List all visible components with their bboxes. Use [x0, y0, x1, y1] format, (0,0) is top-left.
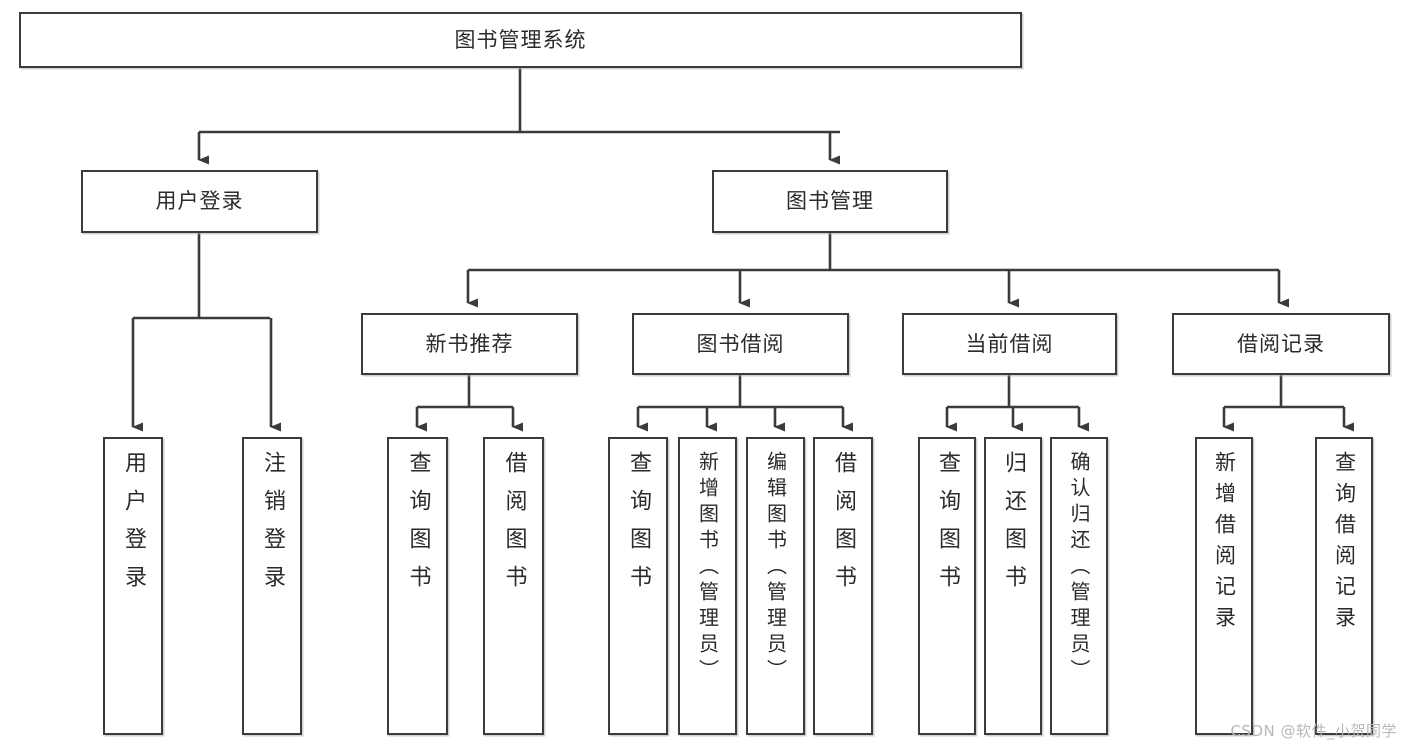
node-leaf-query-book-2-label: 查询图书	[626, 451, 651, 603]
node-leaf-borrow-book-2[interactable]: 借阅图书	[813, 437, 873, 735]
node-leaf-query-record-label: 查询借阅记录	[1332, 451, 1357, 637]
edges	[131, 68, 1354, 432]
node-borrow-record-label: 借阅记录	[1237, 331, 1325, 356]
node-leaf-borrow-book-1[interactable]: 借阅图书	[483, 437, 544, 735]
node-new-book-recommend[interactable]: 新书推荐	[361, 313, 578, 375]
node-borrow-record[interactable]: 借阅记录	[1172, 313, 1390, 375]
node-user-login[interactable]: 用户登录	[81, 170, 318, 233]
node-leaf-return-book-label: 归还图书	[1001, 451, 1026, 603]
node-leaf-edit-book-label: 编辑图书（管理员）	[763, 451, 788, 685]
node-leaf-add-record[interactable]: 新增借阅记录	[1195, 437, 1253, 735]
node-leaf-confirm-return-label: 确认归还（管理员）	[1067, 451, 1091, 685]
node-leaf-borrow-book-1-label: 借阅图书	[501, 451, 527, 603]
node-leaf-add-book[interactable]: 新增图书（管理员）	[678, 437, 737, 735]
node-current-borrow[interactable]: 当前借阅	[902, 313, 1117, 375]
node-leaf-user-login[interactable]: 用户登录	[103, 437, 163, 735]
node-root-label: 图书管理系统	[454, 27, 587, 52]
node-leaf-user-logout[interactable]: 注销登录	[242, 437, 302, 735]
node-leaf-borrow-book-2-label: 借阅图书	[831, 451, 856, 603]
node-leaf-query-book-3-label: 查询图书	[935, 451, 960, 603]
node-user-login-label: 用户登录	[155, 189, 244, 214]
node-leaf-query-book-2[interactable]: 查询图书	[608, 437, 668, 735]
node-leaf-query-book-3[interactable]: 查询图书	[918, 437, 976, 735]
node-book-manage-label: 图书管理	[786, 189, 874, 214]
node-leaf-query-book-1-label: 查询图书	[405, 451, 431, 603]
node-leaf-edit-book[interactable]: 编辑图书（管理员）	[746, 437, 805, 735]
node-leaf-add-book-label: 新增图书（管理员）	[695, 451, 720, 685]
node-root[interactable]: 图书管理系统	[19, 12, 1022, 68]
node-leaf-query-record[interactable]: 查询借阅记录	[1315, 437, 1373, 735]
node-leaf-add-record-label: 新增借阅记录	[1212, 451, 1237, 637]
node-book-manage[interactable]: 图书管理	[712, 170, 948, 233]
node-leaf-query-book-1[interactable]: 查询图书	[387, 437, 448, 735]
node-book-borrow[interactable]: 图书借阅	[632, 313, 849, 375]
node-leaf-confirm-return[interactable]: 确认归还（管理员）	[1050, 437, 1108, 735]
node-leaf-user-logout-label: 注销登录	[260, 451, 285, 603]
node-book-borrow-label: 图书借阅	[696, 331, 785, 356]
node-current-borrow-label: 当前借阅	[965, 331, 1054, 356]
watermark: CSDN @软件_小贺同学	[1230, 722, 1397, 740]
node-leaf-return-book[interactable]: 归还图书	[984, 437, 1042, 735]
node-new-book-recommend-label: 新书推荐	[425, 331, 514, 356]
node-leaf-user-login-label: 用户登录	[121, 451, 146, 603]
